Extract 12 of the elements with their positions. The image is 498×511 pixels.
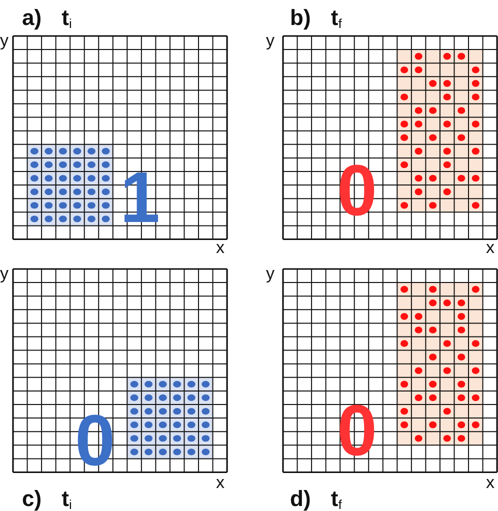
panel-label: b) t$_{f}$ bbox=[290, 7, 342, 30]
axis-label: x bbox=[216, 474, 224, 491]
axis-label: x bbox=[216, 239, 224, 256]
axis-label: y bbox=[266, 265, 274, 282]
panel-label: c) t$_{i}$ bbox=[22, 488, 72, 511]
axis-label: y bbox=[0, 32, 8, 49]
panel-label: a) t$_{i}$ bbox=[22, 7, 72, 30]
axis-label: x bbox=[486, 474, 494, 491]
axis-label: y bbox=[0, 265, 8, 282]
axis-label: x bbox=[486, 239, 494, 256]
axis-label: y bbox=[266, 32, 274, 49]
panel-label: d) t$_{f}$ bbox=[290, 488, 342, 511]
